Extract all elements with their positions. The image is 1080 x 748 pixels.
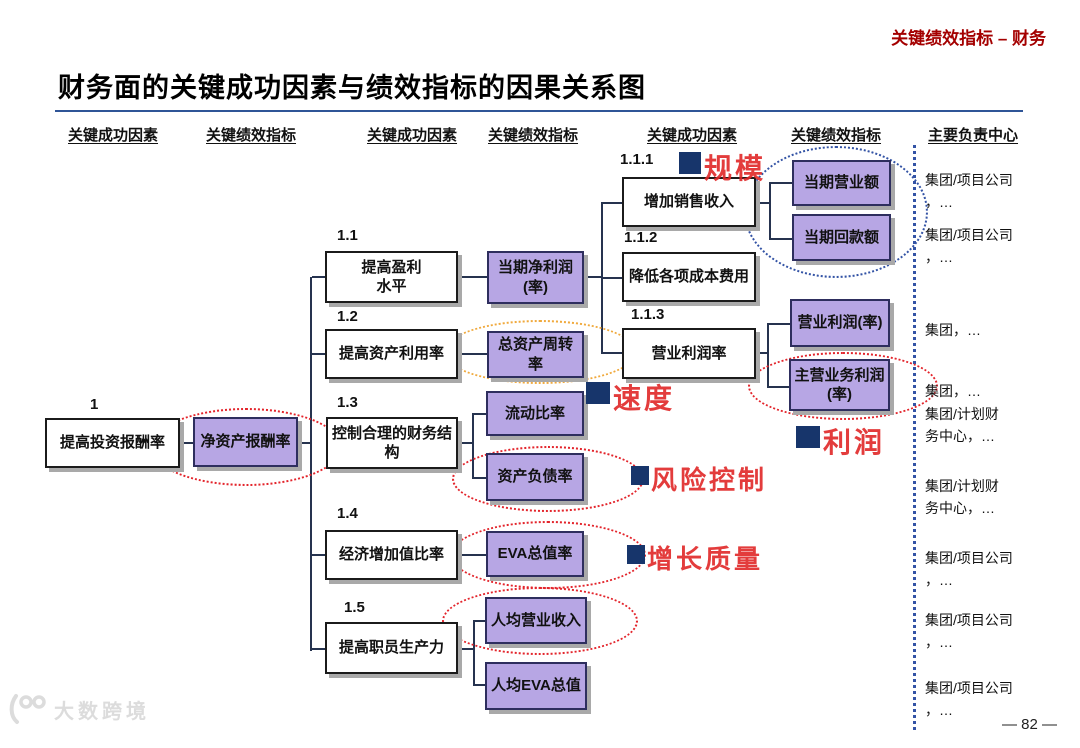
node-number: 1.2 <box>337 308 358 325</box>
connector <box>312 554 326 556</box>
csf-box-eva-ratio: 经济增加值比率 <box>325 530 458 580</box>
responsibility-item: 集团/项目公司 ，… <box>925 612 1013 650</box>
kpi-box-current-ratio: 流动比率 <box>486 391 584 436</box>
column-header-csf-1: 关键成功因素 <box>68 127 159 144</box>
watermark-logo-icon <box>9 694 46 724</box>
kpi-box-net-profit: 当期净利润(率) <box>487 251 584 304</box>
csf-box-cost-reduce: 降低各项成本费用 <box>622 252 756 302</box>
kpi-box-debt-ratio: 资产负债率 <box>486 453 584 501</box>
watermark-text: 大数跨境 <box>54 700 150 723</box>
kpi-box-current-sales: 当期营业额 <box>792 160 891 206</box>
column-header-responsibility: 主要负责中心 <box>928 127 1019 144</box>
stamp-scale: 规模 <box>704 153 767 184</box>
csf-box-invest-return: 提高投资报酬率 <box>45 418 180 468</box>
csf-box-fin-structure: 控制合理的财务结构 <box>326 417 458 469</box>
connector <box>474 413 486 415</box>
highlight-ellipse-main-business-profit <box>748 352 938 420</box>
title-underline <box>55 110 1023 112</box>
connector <box>458 276 488 278</box>
connector <box>458 442 472 444</box>
connector <box>756 352 769 354</box>
csf-box-asset-use: 提高资产利用率 <box>325 329 458 379</box>
kpi-box-revenue-per-capita: 人均营业收入 <box>485 597 587 644</box>
connector-bracket <box>767 323 769 388</box>
node-number: 1.5 <box>344 599 365 616</box>
column-header-kpi-3: 关键绩效指标 <box>791 127 882 144</box>
node-number: 1.1.1 <box>620 151 654 168</box>
kpi-box-eva-per-capita: 人均EVA总值 <box>485 662 587 710</box>
slide-corner-tag: 关键绩效指标 – 财务 <box>891 29 1046 48</box>
connector <box>458 648 474 650</box>
page-title: 财务面的关键成功因素与绩效指标的因果关系图 <box>58 73 646 103</box>
csf-box-sales-income: 增加销售收入 <box>622 177 756 227</box>
connector <box>603 202 623 204</box>
kpi-box-asset-turnover: 总资产周转率 <box>487 331 584 378</box>
connector <box>475 684 486 686</box>
kpi-box-net-asset-return: 净资产报酬率 <box>193 417 298 467</box>
connector-bracket <box>473 620 475 686</box>
connector <box>769 323 791 325</box>
kpi-box-current-collection: 当期回款额 <box>792 214 891 261</box>
watermark: 大数跨境 <box>8 692 150 726</box>
connector <box>312 648 326 650</box>
responsibility-item: 集团/项目公司 ，… <box>925 550 1013 588</box>
stamp-square-icon <box>796 426 820 448</box>
node-number: 1.3 <box>337 394 358 411</box>
stamp-square-icon <box>679 152 701 174</box>
responsibility-item: 集团，… <box>925 322 981 338</box>
stamp-risk-control: 风险控制 <box>651 465 768 495</box>
responsibility-item: 集团/项目公司 ，… <box>925 227 1013 265</box>
connector <box>603 277 623 279</box>
connector <box>312 276 326 278</box>
stamp-square-icon <box>631 466 649 485</box>
node-number: 1.1.2 <box>624 229 658 246</box>
responsibility-item: 集团/计划财 务中心，… <box>925 406 999 444</box>
highlight-ellipse-revenue-per-capita <box>442 587 638 655</box>
responsibility-item: 集团/项目公司 ，… <box>925 680 1013 718</box>
responsibility-separator-line <box>913 145 916 730</box>
column-header-kpi-1: 关键绩效指标 <box>206 127 297 144</box>
csf-box-staff-productivity: 提高职员生产力 <box>325 622 458 674</box>
responsibility-item: 集团/计划财 务中心，… <box>925 478 999 516</box>
connector-spine-mid <box>601 202 603 354</box>
kpi-box-main-business-profit: 主营业务利润(率) <box>789 359 890 411</box>
responsibility-item: 集团/项目公司 ，… <box>925 172 1013 210</box>
stamp-speed: 速度 <box>613 383 676 414</box>
stamp-square-icon <box>586 382 610 404</box>
column-header-csf-3: 关键成功因素 <box>647 127 738 144</box>
csf-box-profit-level: 提高盈利 水平 <box>325 251 458 303</box>
node-number: 1.1.3 <box>631 306 665 323</box>
connector <box>584 276 602 278</box>
column-header-kpi-2: 关键绩效指标 <box>488 127 579 144</box>
page-number: — 82 — <box>1002 716 1058 733</box>
csf-box-op-margin: 营业利润率 <box>622 328 756 379</box>
stamp-growth-quality: 增长质量 <box>647 544 764 574</box>
stamp-square-icon <box>627 545 645 564</box>
kpi-box-eva-total: EVA总值率 <box>486 531 584 577</box>
column-header-csf-2: 关键成功因素 <box>367 127 458 144</box>
stamp-profit: 利润 <box>823 427 886 458</box>
node-number: 1.4 <box>337 505 358 522</box>
responsibility-item: 集团，… <box>925 383 981 399</box>
node-number: 1 <box>90 396 99 413</box>
connector-bracket <box>472 413 474 479</box>
node-number: 1.1 <box>337 227 358 244</box>
connector <box>312 353 326 355</box>
kpi-box-operating-profit: 营业利润(率) <box>790 299 890 347</box>
